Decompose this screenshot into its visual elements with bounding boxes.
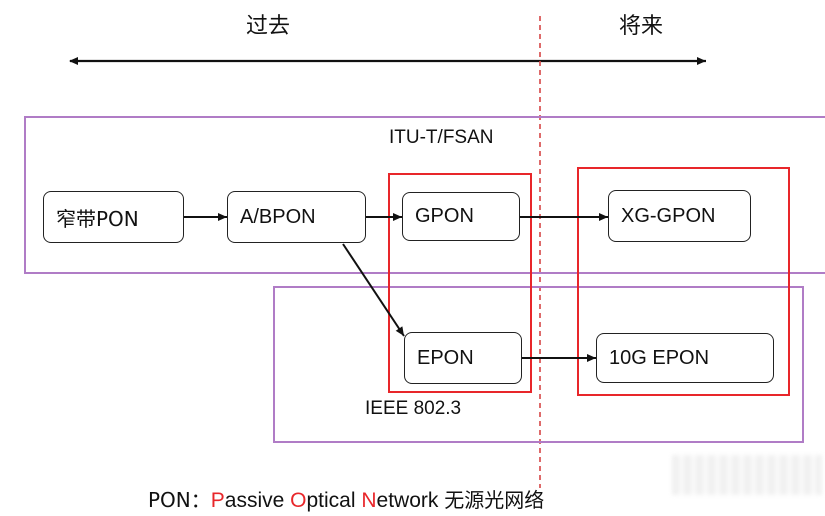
passive-initial: P: [210, 489, 225, 512]
node-10g-epon-label: 10G EPON: [609, 346, 710, 369]
next-gen-highlight-frame: [577, 167, 790, 396]
blurred-watermark: [672, 455, 822, 495]
network-rest: etwork: [376, 489, 445, 512]
node-xg-gpon: XG-GPON: [608, 190, 751, 242]
optical-rest: ptical: [306, 489, 362, 512]
ieee-802-3-frame: [273, 286, 804, 443]
node-gpon: GPON: [402, 192, 520, 241]
node-abpon-label: A/BPON: [240, 205, 316, 228]
past-label: 过去: [246, 14, 291, 39]
node-epon: EPON: [404, 332, 522, 384]
gpon-epon-highlight-frame: [388, 173, 532, 393]
ieee-802-3-label: IEEE 802.3: [365, 398, 462, 419]
itu-t-fsan-frame: [24, 116, 825, 274]
network-initial: N: [361, 489, 377, 512]
arrow-abpon-to-epon: [342, 243, 405, 337]
node-gpon-label: GPON: [415, 205, 474, 227]
pon-prefix: PON：: [148, 488, 211, 512]
node-epon-label: EPON: [417, 346, 474, 369]
node-abpon: A/BPON: [227, 191, 366, 243]
node-narrowband-pon: 窄带PON: [43, 191, 184, 243]
passive-rest: assive: [224, 489, 291, 512]
optical-initial: O: [290, 489, 307, 512]
future-label: 将来: [619, 14, 664, 39]
pon-definition: PON：Passive Optical Network 无源光网络: [148, 484, 544, 513]
node-xg-gpon-label: XG-GPON: [621, 204, 716, 227]
itu-t-fsan-label: ITU-T/FSAN: [389, 127, 494, 148]
node-narrowband-pon-label: 窄带PON: [56, 206, 139, 231]
node-10g-epon: 10G EPON: [596, 333, 774, 383]
pon-chinese-term: 无源光网络: [444, 488, 545, 512]
